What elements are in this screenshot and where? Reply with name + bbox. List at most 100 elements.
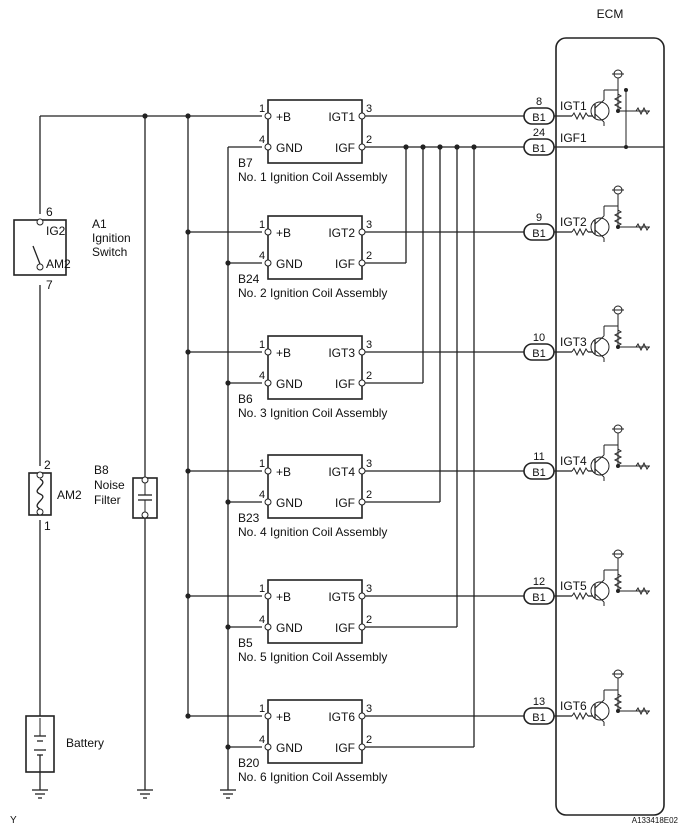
ecm-igt-label: IGT4 (560, 454, 587, 468)
coil-pin (264, 348, 272, 356)
pin-number-igt: 3 (366, 103, 372, 115)
pin-number-plus-b: 1 (259, 103, 265, 115)
ecm-igt-label: IGT2 (560, 215, 587, 229)
transistor-collector (594, 579, 605, 589)
junction-dot (616, 345, 620, 349)
ground-symbol (220, 789, 236, 799)
filter-pin-top (141, 476, 149, 484)
coil-pin (358, 259, 366, 267)
pullup-resistor (613, 93, 623, 111)
ecm-pin-number: 11 (533, 451, 544, 463)
coil-pin (264, 592, 272, 600)
connector-label: B1 (532, 467, 545, 479)
input-resistor (571, 466, 589, 476)
transistor-emitter (594, 713, 605, 723)
junction-dot (185, 349, 191, 355)
transistor-collector (594, 99, 605, 109)
coil-pin (264, 228, 272, 236)
coil-pin (264, 712, 272, 720)
pin-label-igt: IGT3 (328, 346, 355, 360)
pin-label-gnd: GND (276, 496, 303, 510)
coil-name: No. 1 Ignition Coil Assembly (238, 170, 387, 184)
junction-dot (142, 113, 148, 119)
coil-ref: B5 (238, 636, 253, 650)
coil-pin (358, 498, 366, 506)
pin-label-igt: IGT4 (328, 465, 355, 479)
pin-label-igt: IGT1 (328, 110, 355, 124)
footer-mark: Y (10, 815, 17, 826)
coil-pin (358, 467, 366, 475)
ground-symbol (32, 789, 48, 799)
junction-dot (185, 113, 191, 119)
coil-ref: B7 (238, 156, 253, 170)
switch-label-ig2: IG2 (46, 224, 66, 238)
pin-label-plus-b: +B (276, 590, 291, 604)
pullup-resistor (613, 573, 623, 591)
pin-label-igf: IGF (335, 496, 355, 510)
coil-box (267, 99, 363, 164)
coil-name: No. 5 Ignition Coil Assembly (238, 650, 387, 664)
filter-name-line2: Filter (94, 493, 121, 507)
connector-label: B1 (532, 143, 545, 155)
fuse-element (36, 478, 44, 510)
pin-label-igf: IGF (335, 141, 355, 155)
coil-pin (358, 712, 366, 720)
ecm-pin-number: 13 (533, 696, 545, 708)
input-resistor (571, 711, 589, 721)
transistor-body (590, 456, 610, 476)
coil-box (267, 335, 363, 400)
junction-dot (225, 744, 231, 750)
junction-dot (225, 624, 231, 630)
output-resistor (635, 222, 650, 232)
pin-number-igt: 3 (366, 703, 372, 715)
ecm-igt-label: IGT3 (560, 335, 587, 349)
transistor-body (590, 581, 610, 601)
pin-label-gnd: GND (276, 741, 303, 755)
transistor-body (590, 217, 610, 237)
coil-pin (358, 592, 366, 600)
connector-label: B1 (532, 228, 545, 240)
fuse-pin-top (36, 471, 44, 479)
pin-number-gnd: 4 (259, 614, 265, 626)
pin-number-igf: 2 (366, 134, 372, 146)
igf1-label: IGF1 (560, 131, 587, 145)
filter-name-line1: Noise (94, 478, 125, 492)
switch-name-line2: Switch (92, 245, 127, 259)
ecm-igt-label: IGT6 (560, 699, 587, 713)
output-resistor (635, 461, 650, 471)
junction-dot (616, 464, 620, 468)
pin-number-igt: 3 (366, 339, 372, 351)
coil-pin (264, 467, 272, 475)
junction-dot (225, 380, 231, 386)
junction-dot (225, 260, 231, 266)
transistor-emitter (594, 229, 605, 239)
coil-pin (358, 143, 366, 151)
pin-number-plus-b: 1 (259, 458, 265, 470)
coil-pin (264, 623, 272, 631)
pin-number-igf: 2 (366, 370, 372, 382)
coil-name: No. 2 Ignition Coil Assembly (238, 286, 387, 300)
junction-dot (185, 593, 191, 599)
coil-name: No. 6 Ignition Coil Assembly (238, 770, 387, 784)
coil-ref: B6 (238, 392, 253, 406)
coil-pin (264, 498, 272, 506)
connector-label: B1 (532, 712, 545, 724)
pin-number-plus-b: 1 (259, 339, 265, 351)
coil-pin (264, 743, 272, 751)
switch-contact (32, 245, 41, 265)
coil-pin (358, 623, 366, 631)
input-resistor (571, 591, 589, 601)
transistor-body (590, 701, 610, 721)
filter-ref: B8 (94, 463, 109, 477)
pin-label-plus-b: +B (276, 226, 291, 240)
coil-pin (358, 112, 366, 120)
filter-pin-bottom (141, 511, 149, 519)
ecm-box (555, 37, 665, 816)
pin-label-plus-b: +B (276, 465, 291, 479)
coil-ref: B20 (238, 756, 260, 770)
transistor-body (590, 337, 610, 357)
pin-number-igt: 3 (366, 458, 372, 470)
junction-dot (616, 589, 620, 593)
fuse-pin-bottom (36, 508, 44, 516)
